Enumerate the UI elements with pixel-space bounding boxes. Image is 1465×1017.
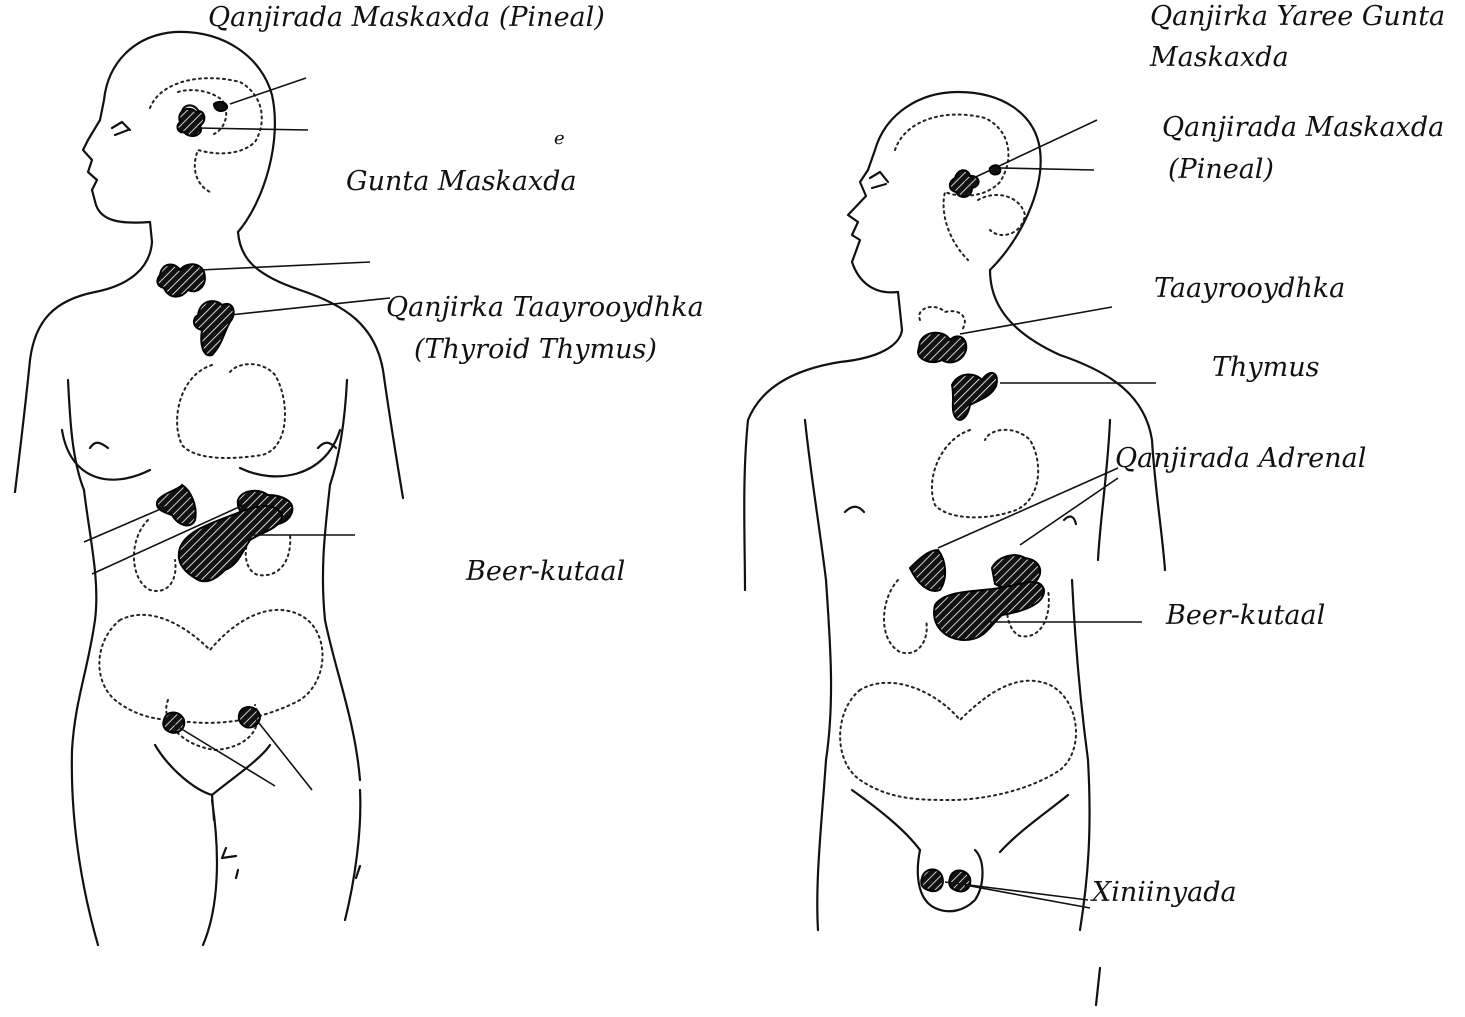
female-leg-right	[345, 790, 360, 920]
male-stray-mark	[1096, 968, 1100, 1005]
male-testis-right	[949, 871, 970, 892]
male-thyroid-gland	[918, 333, 966, 363]
female-figure	[15, 32, 403, 945]
male-nipples	[845, 507, 1076, 524]
male-label-pineal-2: (Pineal)	[1168, 154, 1274, 185]
female-adrenal-left	[157, 485, 196, 525]
male-pituitary-leader	[965, 120, 1097, 182]
male-testis-left	[921, 869, 943, 891]
male-kidney-left-dotted	[884, 580, 927, 653]
male-pineal-leader	[1000, 168, 1094, 170]
male-testes-leader-2	[965, 885, 1090, 908]
male-label-testes: Xiniinyada	[1090, 877, 1237, 908]
female-kidney-left-dotted	[134, 520, 176, 591]
female-heart-dotted	[177, 364, 285, 458]
female-brain-dotted	[150, 78, 262, 192]
female-label-stray-e: e	[554, 128, 565, 149]
male-brain-dotted-2	[978, 195, 1025, 235]
male-figure	[744, 92, 1165, 1005]
male-adrenal-leader-1	[938, 468, 1118, 548]
female-thyroid-leader	[200, 262, 370, 270]
male-label-adrenal: Qanjirada Adrenal	[1115, 443, 1366, 474]
male-label-pancreas: Beer-kutaal	[1165, 600, 1325, 631]
female-stray-mark	[222, 848, 360, 878]
male-heart-dotted	[932, 430, 1038, 517]
male-label-thyroid: Taayrooydhka	[1154, 273, 1345, 304]
male-thymus-gland	[952, 373, 997, 420]
female-head-outline	[83, 32, 275, 242]
female-ovary-left	[163, 713, 184, 733]
female-pineal-gland	[214, 102, 227, 111]
female-arm-lines	[68, 380, 347, 490]
female-groin	[155, 745, 270, 945]
male-pancreas	[934, 582, 1044, 640]
male-label-pituitary-2: Maskaxda	[1149, 42, 1289, 73]
male-eye	[870, 172, 888, 188]
female-breasts	[62, 430, 340, 480]
female-thyroid-gland	[157, 264, 205, 296]
male-pelvis-dotted	[840, 681, 1076, 800]
male-label-thymus: Thymus	[1212, 352, 1320, 383]
female-ovary-right	[239, 707, 260, 727]
female-thymus-leader	[230, 298, 390, 315]
female-eye	[112, 122, 130, 135]
female-pituitary-leader	[198, 128, 308, 130]
male-body-outline	[744, 270, 1165, 590]
female-uterus-dotted	[99, 610, 322, 723]
female-adrenal-leader-1	[84, 505, 170, 542]
male-label-pineal: Qanjirada Maskaxda	[1162, 112, 1444, 143]
female-label-pineal: Qanjirada Maskaxda (Pineal)	[208, 2, 605, 33]
female-label-pituitary: Gunta Maskaxda	[346, 166, 577, 197]
male-thyroid-leader	[960, 307, 1112, 334]
female-label-thyroid-thymus-sub: (Thyroid Thymus)	[414, 334, 657, 365]
male-thyroid-dotted	[919, 307, 965, 330]
male-pituitary-gland	[950, 170, 979, 197]
male-adrenal-left	[910, 550, 945, 591]
female-thymus-gland	[194, 301, 234, 355]
female-label-thyroid-thymus: Qanjirka Taayrooydhka	[386, 292, 704, 323]
male-arm-inner-lines	[805, 420, 1110, 580]
female-label-pancreas: Beer-kutaal	[465, 556, 625, 587]
female-pituitary-gland	[177, 109, 204, 136]
male-label-pituitary: Qanjirka Yaree Gunta	[1150, 1, 1445, 32]
